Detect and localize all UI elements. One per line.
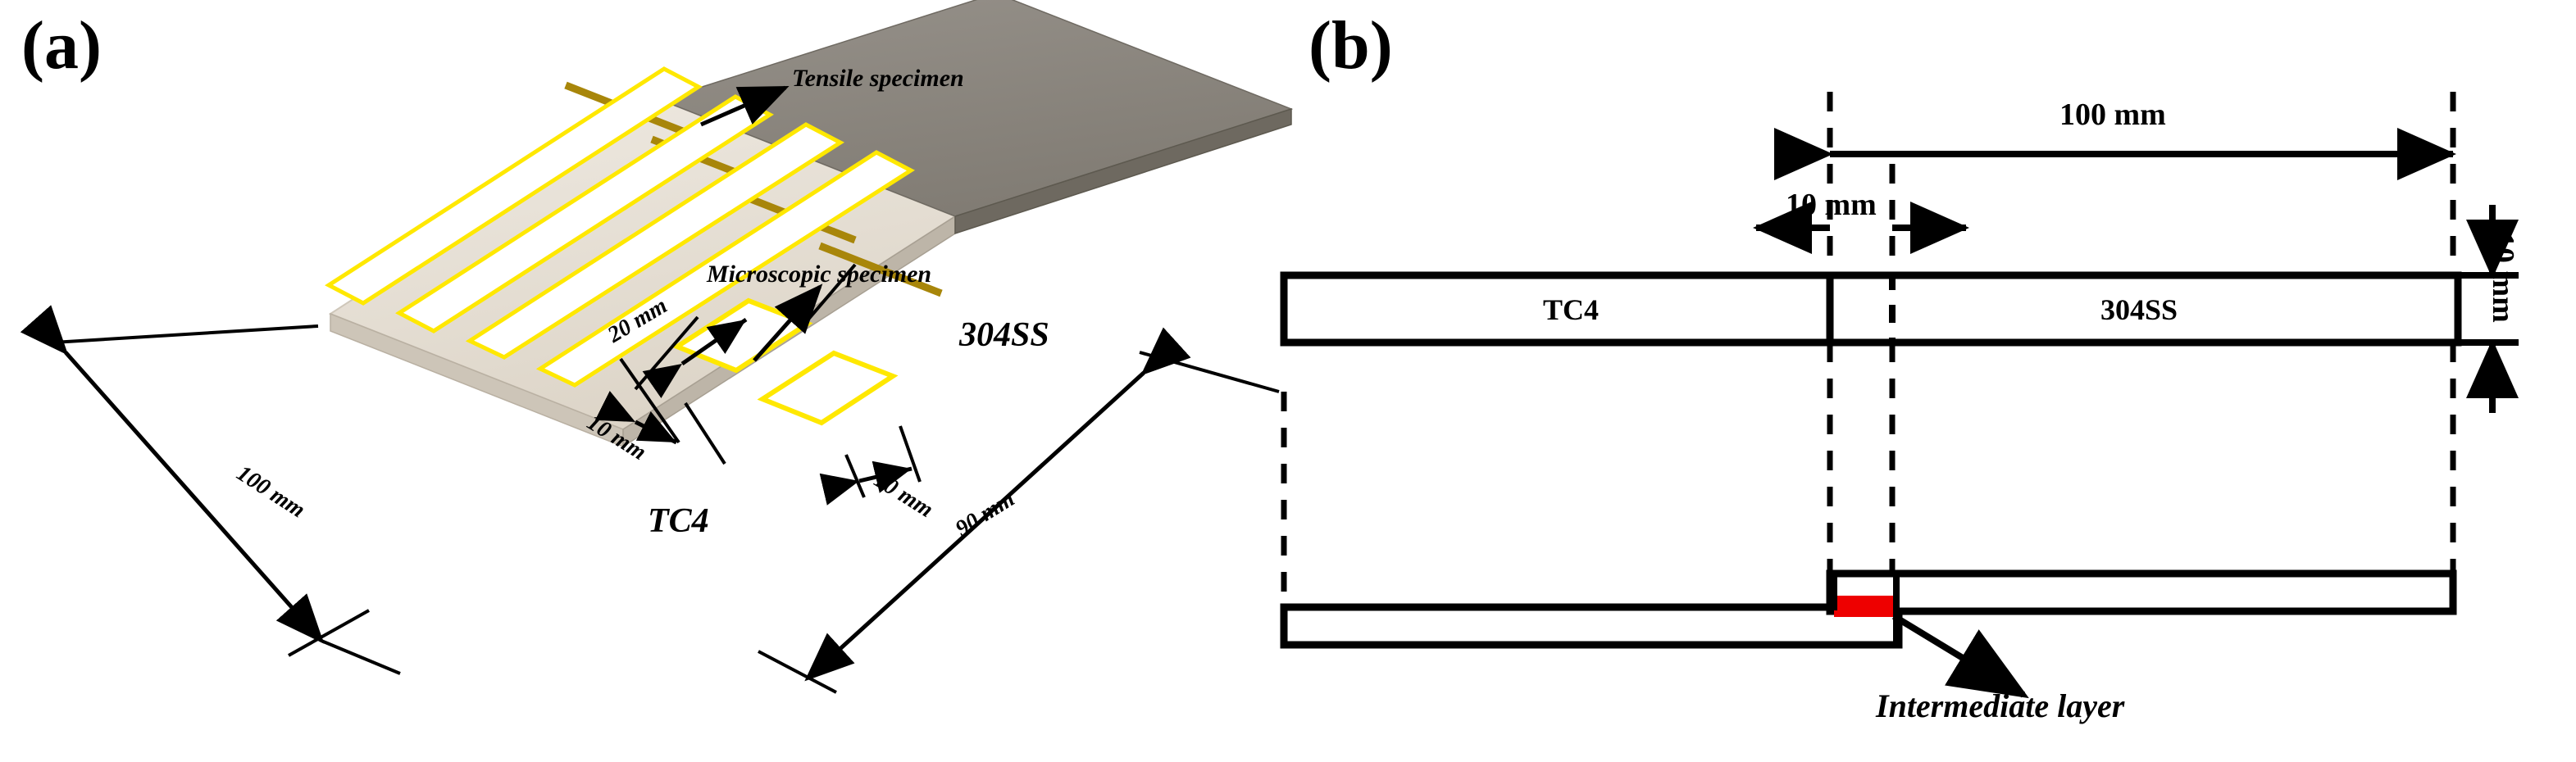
- microscopic-specimen-label: Microscopic specimen: [707, 261, 932, 288]
- plate-edge-ss-right: [954, 107, 1292, 235]
- section-top-view: [1280, 271, 2462, 347]
- dim-100mm-witness: [321, 639, 401, 675]
- panel-connector: [1139, 351, 1280, 393]
- panel-b-dim-100mm: 100 mm: [2059, 98, 2166, 132]
- dim-90mm-arrow: [804, 327, 1191, 682]
- dim-b-10mm-thickness-group: [2428, 205, 2519, 413]
- panel-b-dim-10mm-overlap: 10 mm: [1786, 188, 1877, 222]
- panel-b-material-304ss: 304SS: [2100, 293, 2178, 326]
- dim-90mm-group: [758, 327, 1191, 694]
- dim-100mm-arrow: [20, 305, 325, 644]
- intermediate-layer-leader: [1891, 613, 2029, 699]
- lap-plate-upper: [1826, 569, 2457, 615]
- tensile-specimen-strip: [325, 66, 703, 306]
- panel-a-material-304ss: 304SS: [959, 316, 1049, 354]
- intermediate-layer-label: Intermediate layer: [1876, 687, 2125, 724]
- dim-20mm-ext: [805, 263, 857, 323]
- tensile-specimen-group: [325, 66, 915, 388]
- lap-joint-detail: [1280, 569, 2457, 649]
- dim-10mm-arrow: [594, 390, 678, 445]
- dim-20mm-arrow: [642, 317, 748, 399]
- projection-lines: [1281, 92, 2456, 623]
- dim-100mm-group: [20, 305, 401, 675]
- tensile-specimen-leader: [699, 85, 790, 127]
- braze-seam: [818, 242, 943, 297]
- dim-20mm-group: [634, 263, 857, 399]
- section-plate-outline: [1280, 271, 2462, 347]
- dim-90mm-witness: [758, 650, 837, 694]
- microscopic-specimen-leader: [753, 283, 823, 362]
- dim-100mm-witness2: [288, 609, 370, 657]
- intermediate-layer-marker: [1834, 596, 1898, 617]
- panel-a-label: (a): [21, 7, 102, 84]
- dim-10mm-ext: [684, 401, 726, 465]
- lap-plate-lower: [1280, 603, 1903, 649]
- dim-10mm-micro-group: [594, 357, 726, 465]
- tensile-specimen-label: Tensile specimen: [792, 65, 964, 92]
- panel-b-dim-10mm-thickness: 10 mm: [2486, 232, 2520, 323]
- panel-b-label: (b): [1308, 7, 1393, 84]
- tensile-specimen-strip: [535, 150, 915, 388]
- tensile-specimen-strip: [465, 122, 844, 360]
- panel-a-material-tc4: TC4: [648, 502, 709, 540]
- panel-b-material-tc4: TC4: [1543, 293, 1600, 326]
